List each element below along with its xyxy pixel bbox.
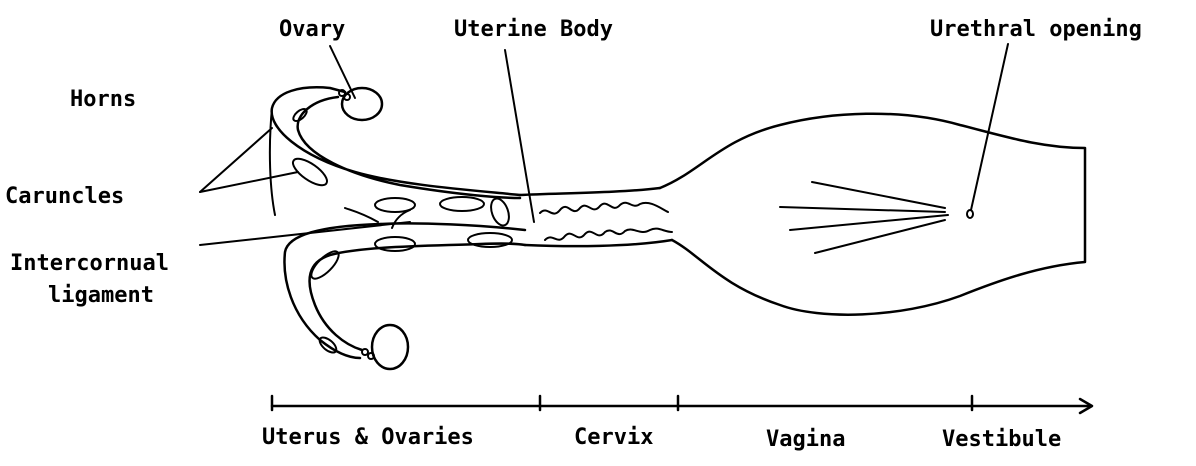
label-intercornual-line2: ligament: [48, 283, 154, 308]
caruncle: [440, 197, 484, 211]
cervix-outline: [520, 188, 672, 246]
label-uterine-body: Uterine Body: [454, 17, 613, 42]
region-label: Vestibule: [942, 427, 1061, 452]
caruncle: [375, 237, 415, 251]
vagina-outline: [660, 114, 1085, 315]
vagina-folds: [780, 182, 948, 253]
label-intercornual-line1: Intercornual: [10, 251, 169, 276]
region-label: Cervix: [574, 425, 653, 450]
urethral-opening: [967, 210, 973, 218]
region-scale-bar: [272, 396, 1092, 413]
caruncle: [307, 247, 342, 282]
cervical-rings: [540, 203, 672, 240]
leader-lines: [200, 44, 1008, 245]
lower-ovary: [372, 325, 408, 369]
upper-ovary: [342, 88, 382, 120]
region-label: Vagina: [766, 427, 845, 452]
label-ovary: Ovary: [279, 17, 345, 42]
label-caruncles: Caruncles: [5, 184, 124, 209]
caruncle: [488, 196, 513, 228]
region-label: Uterus & Ovaries: [262, 425, 474, 450]
caruncle: [375, 198, 415, 212]
label-urethral-opening: Urethral opening: [930, 17, 1142, 42]
label-horns: Horns: [70, 87, 136, 112]
